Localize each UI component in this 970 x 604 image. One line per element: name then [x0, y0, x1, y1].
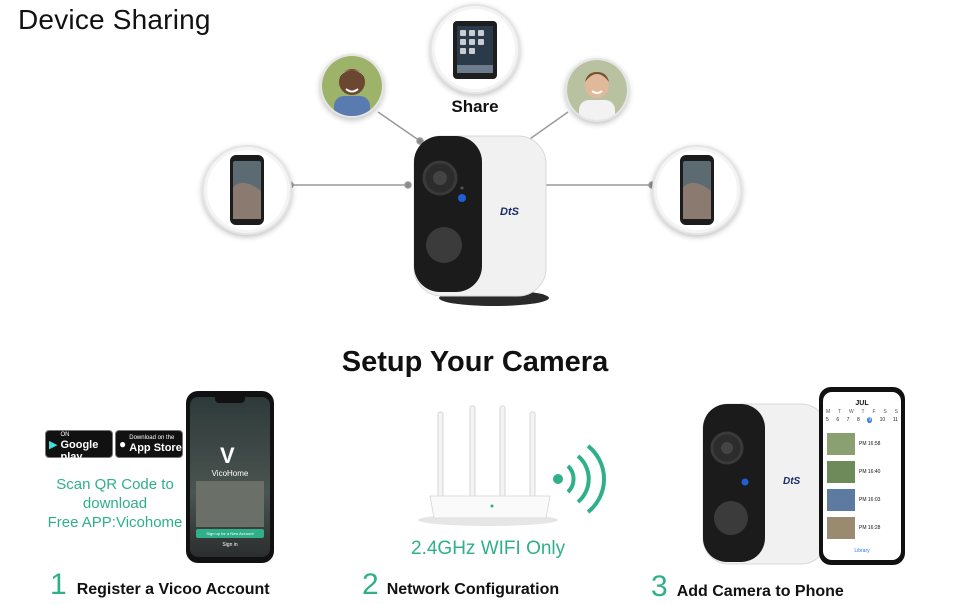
list-item[interactable]: PM 16:03	[827, 486, 897, 514]
camera-step3: DtS	[695, 400, 835, 570]
app-name: VicoHome	[211, 469, 249, 478]
wifi-requirement: 2.4GHz WIFI Only	[411, 538, 566, 559]
setup-title: Setup Your Camera	[341, 346, 609, 378]
app-phone: V VicoHome Sign up for a New Account Sig…	[186, 391, 274, 563]
building-image	[196, 481, 264, 527]
list-item[interactable]: PM 16:58	[827, 430, 897, 458]
phone-avatar-right	[652, 145, 742, 235]
apple-icon: ●	[119, 437, 127, 451]
smartphone-icon	[230, 155, 264, 225]
user-avatar-left	[320, 54, 384, 118]
event-list: PM 16:58 PM 16:40 PM 16:03 PM 16:28	[827, 430, 897, 542]
tab-library[interactable]: Library	[854, 548, 870, 554]
app-store-badge[interactable]: ● Download on the App Store	[115, 430, 183, 458]
signin-link[interactable]: Sign in	[222, 542, 238, 548]
google-play-badge[interactable]: ▶ ANDROID APP ON Google play	[45, 425, 113, 463]
camera-brand-logo: DtS	[783, 476, 801, 487]
google-play-icon: ▶	[49, 438, 58, 451]
signup-button[interactable]: Sign up for a New Account	[196, 529, 264, 538]
step-3: 3 Add Camera to Phone	[651, 570, 844, 603]
phone-avatar-left	[202, 145, 292, 235]
share-label: Share	[451, 97, 499, 116]
security-camera: DtS	[404, 130, 554, 308]
router-icon	[418, 405, 558, 526]
vicohome-logo-icon: V	[220, 443, 235, 468]
person-icon	[322, 56, 382, 116]
tablet-icon	[453, 21, 497, 79]
camera-brand-logo: DtS	[500, 206, 519, 218]
camera-icon	[413, 135, 549, 306]
user-avatar-right	[565, 58, 629, 122]
list-item[interactable]: PM 16:28	[827, 514, 897, 542]
person-icon	[567, 60, 627, 120]
step-1: 1 Register a Vicoo Account	[50, 568, 270, 601]
smartphone-icon	[680, 155, 714, 225]
qr-instructions: Scan QR Code to download Free APP:Vicoho…	[47, 476, 183, 531]
calendar-month[interactable]: JUL	[855, 400, 869, 407]
phone-notch	[190, 397, 270, 405]
camera-icon	[702, 403, 828, 565]
list-item[interactable]: PM 16:40	[827, 458, 897, 486]
wifi-signal-icon	[553, 444, 606, 514]
wifi-router	[400, 400, 560, 530]
tablet-avatar	[430, 4, 520, 94]
step-2: 2 Network Configuration	[362, 568, 560, 601]
page-title: Device Sharing	[18, 4, 211, 35]
